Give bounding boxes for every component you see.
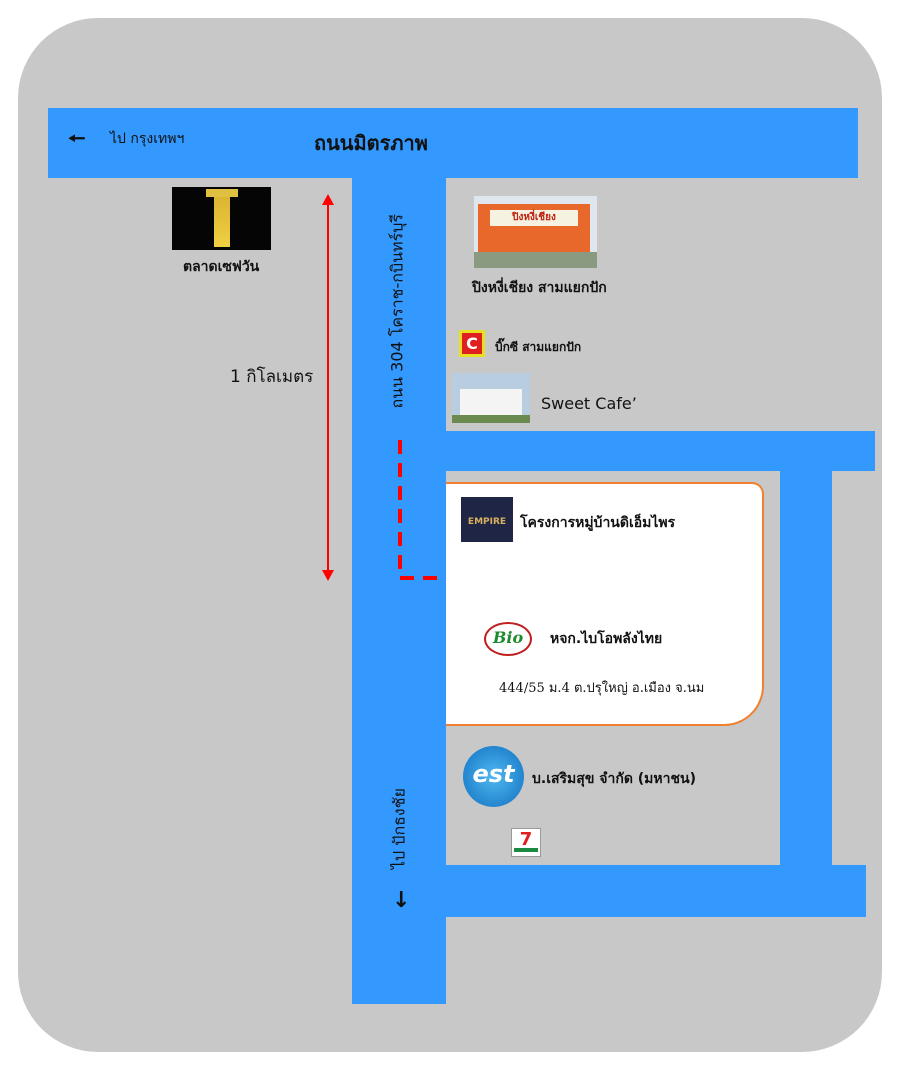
road-branch-lower bbox=[446, 865, 866, 917]
down-arrow-icon: ↓ bbox=[392, 888, 411, 913]
restaurant-sign-text: ปิงหงี่เชียง bbox=[490, 210, 578, 226]
seven-eleven-logo-text: 7 bbox=[519, 829, 533, 850]
road-branch-right bbox=[780, 471, 832, 865]
road-branch-upper bbox=[446, 431, 875, 471]
cafe-photo bbox=[452, 373, 530, 423]
seven-eleven-logo: 7 bbox=[511, 828, 541, 857]
road-304 bbox=[352, 178, 446, 1004]
distance-label: 1 กิโลเมตร bbox=[230, 367, 314, 387]
empire-logo: EMPIRE bbox=[461, 497, 513, 542]
bigc-label: บิ๊กซี สามแยกปัก bbox=[495, 340, 582, 354]
to-bangkok-label: ไป กรุงเทพฯ bbox=[110, 131, 185, 147]
destination-label: หจก.ไบโอพลังไทย bbox=[550, 631, 663, 647]
bio-logo-text: Bio bbox=[492, 628, 524, 647]
left-arrow-icon: 🠔 bbox=[68, 126, 86, 150]
road-mittraphap bbox=[48, 108, 858, 178]
distance-arrow bbox=[322, 194, 334, 581]
market-label: ตลาดเซฟวัน bbox=[183, 259, 260, 275]
cafe-label: Sweet Cafe’ bbox=[541, 394, 637, 413]
market-photo bbox=[172, 187, 271, 250]
destination-address: 444/55 ม.4 ต.ปรุใหญ่ อ.เมือง จ.นม bbox=[499, 681, 705, 696]
est-logo-text: est bbox=[472, 760, 515, 788]
restaurant-photo: ปิงหงี่เชียง bbox=[474, 196, 597, 268]
restaurant-label: ปิงหงี่เชียง สามแยกปัก bbox=[472, 280, 607, 296]
empire-label: โครงการหมู่บ้านดิเอ็มไพร bbox=[520, 515, 676, 531]
est-label: บ.เสริมสุข จำกัด (มหาชน) bbox=[532, 771, 696, 787]
est-logo: est bbox=[463, 746, 524, 807]
bio-logo: Bio bbox=[484, 622, 532, 656]
bigc-logo-text: C bbox=[462, 333, 482, 354]
empire-logo-text: EMPIRE bbox=[467, 517, 507, 527]
road-name-mittraphap: ถนนมิตรภาพ bbox=[314, 131, 428, 155]
bigc-logo: C bbox=[459, 330, 485, 357]
